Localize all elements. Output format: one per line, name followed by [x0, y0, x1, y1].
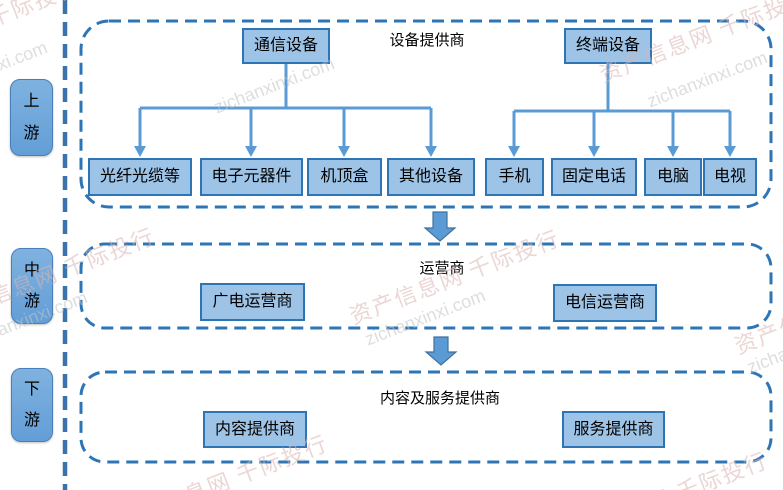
node-content-provider: 内容提供商 — [203, 411, 307, 448]
terminal-equipment-arrowheads — [508, 146, 736, 157]
stage-midstream: 中游 — [11, 248, 53, 324]
node-mobile-phone: 手机 — [485, 158, 544, 196]
downstream-section-outline — [79, 370, 773, 464]
stage-downstream-label: 下游 — [23, 380, 40, 429]
midstream-section-outline — [79, 242, 773, 330]
node-computer: 电脑 — [644, 158, 702, 196]
node-set-top-box: 机顶盒 — [307, 158, 382, 196]
stage-midstream-label: 中游 — [23, 261, 40, 310]
node-electronic-components: 电子元器件 — [200, 158, 303, 196]
terminal-equipment-connector-lines — [512, 64, 732, 147]
node-fixed-telephone: 固定电话 — [551, 158, 637, 196]
upstream-section-outline — [79, 19, 773, 209]
downstream-section-title: 内容及服务提供商 — [379, 391, 501, 407]
node-terminal-equipment: 终端设备 — [564, 28, 652, 64]
stage-upstream: 上游 — [10, 79, 53, 156]
node-other-equipment: 其他设备 — [387, 158, 475, 196]
stage-downstream: 下游 — [11, 368, 53, 442]
comm-equipment-arrowheads — [134, 146, 437, 157]
midstream-to-downstream-arrow-icon — [424, 336, 458, 366]
node-optical-fiber-cable: 光纤光缆等 — [88, 158, 192, 196]
comm-equipment-connector-lines — [138, 64, 433, 147]
node-communication-equipment: 通信设备 — [242, 28, 330, 64]
node-service-provider: 服务提供商 — [562, 411, 665, 448]
node-telecom-operator: 电信运营商 — [553, 284, 657, 322]
upstream-section-title: 设备提供商 — [389, 33, 465, 49]
upstream-to-midstream-arrow-icon — [423, 211, 457, 242]
stage-upstream-label: 上游 — [23, 93, 40, 142]
node-television: 电视 — [703, 158, 757, 196]
midstream-section-title: 运营商 — [419, 261, 465, 277]
node-broadcast-operator: 广电运营商 — [200, 283, 305, 321]
